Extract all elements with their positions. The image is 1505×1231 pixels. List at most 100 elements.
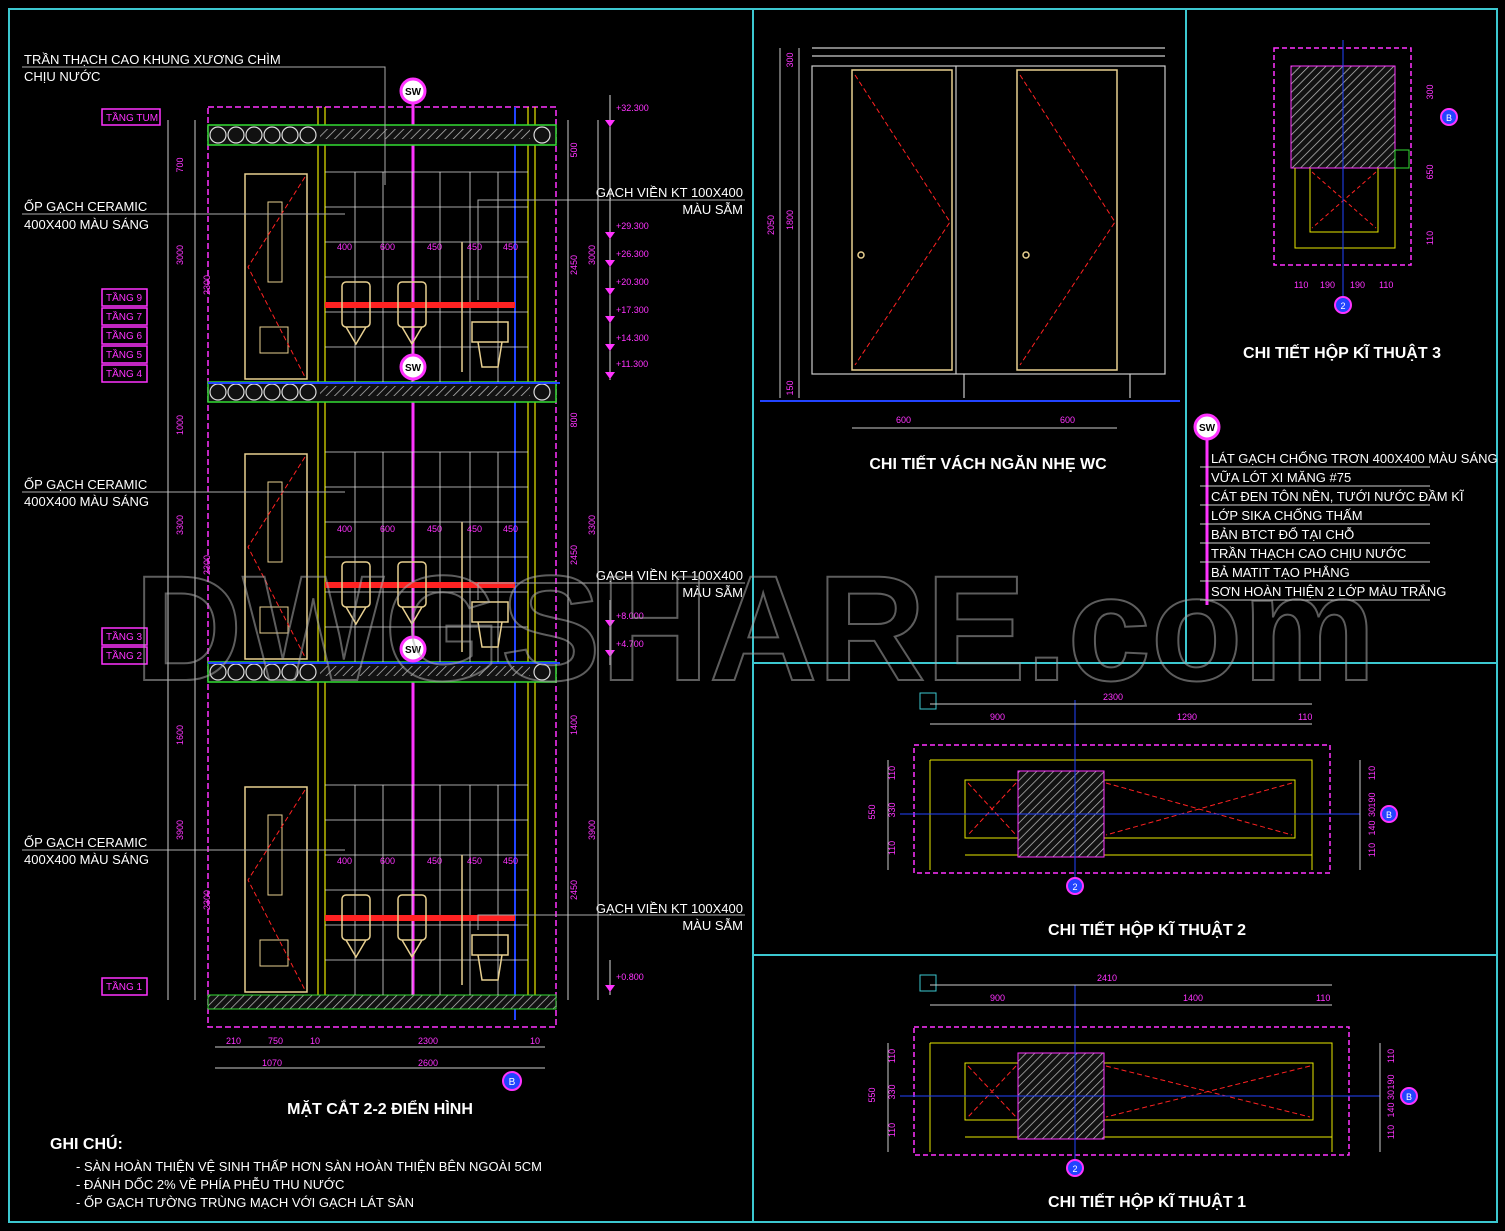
svg-text:700: 700	[175, 157, 185, 172]
svg-text:3900: 3900	[587, 820, 597, 840]
svg-text:2300: 2300	[202, 890, 212, 910]
svg-text:110: 110	[1386, 1049, 1396, 1063]
svg-text:450: 450	[467, 242, 482, 252]
svg-text:3300: 3300	[175, 515, 185, 535]
dims-right: 500 3000 2450 800 3300 2450 1400 3900 24…	[569, 142, 597, 900]
sheet-frame	[8, 8, 1498, 1223]
svg-text:110: 110	[1294, 280, 1308, 290]
svg-text:SW: SW	[405, 645, 422, 656]
elevation-mark: +0.800	[616, 972, 644, 982]
svg-text:110: 110	[1298, 712, 1312, 722]
svg-text:3000: 3000	[587, 245, 597, 265]
note: - ĐÁNH DỐC 2% VỀ PHÍA PHỄU THU NƯỚC	[76, 1177, 344, 1192]
svg-text:B: B	[1386, 810, 1392, 820]
svg-text:2300: 2300	[1103, 692, 1123, 702]
svg-text:400: 400	[337, 856, 352, 866]
svg-text:140: 140	[1386, 1102, 1396, 1117]
border-label: GẠCH VIỀN KT 100X400	[596, 901, 743, 916]
svg-text:1290: 1290	[1177, 712, 1197, 722]
ceiling-label: CHỊU NƯỚC	[24, 69, 100, 84]
svg-text:300: 300	[1425, 84, 1435, 99]
svg-text:140: 140	[1367, 820, 1377, 835]
svg-text:550: 550	[867, 1087, 877, 1102]
tile-label: ỐP GẠCH CERAMIC	[24, 835, 147, 850]
notes-title: GHI CHÚ:	[50, 1134, 123, 1153]
layer-item: TRẦN THẠCH CAO CHỊU NƯỚC	[1211, 546, 1406, 561]
border-label: MÀU SẪM	[682, 202, 743, 217]
svg-text:400: 400	[337, 524, 352, 534]
svg-text:2600: 2600	[418, 1058, 438, 1068]
layer-item: BẢN BTCT ĐỔ TẠI CHỖ	[1211, 527, 1354, 542]
box1-title: CHI TIẾT HỘP KĨ THUẬT 1	[1048, 1191, 1246, 1211]
layer-item: LÁT GẠCH CHỐNG TRƠN 400X400 MÀU SÁNG	[1211, 451, 1498, 466]
floor-tags	[101, 108, 161, 996]
floor-tag: TẦNG 1	[106, 980, 143, 993]
svg-text:450: 450	[503, 242, 518, 252]
svg-text:2300: 2300	[418, 1036, 438, 1046]
svg-text:450: 450	[427, 856, 442, 866]
grid-marker: B	[502, 1071, 522, 1091]
layer-item: CÁT ĐEN TÔN NỀN, TƯỚI NƯỚC ĐẦM KĨ	[1211, 489, 1465, 504]
floor-tag: TẦNG TUM	[106, 111, 158, 124]
svg-text:190: 190	[1386, 1074, 1396, 1089]
box2-title: CHI TIẾT HỘP KĨ THUẬT 2	[1048, 919, 1246, 939]
note: - SÀN HOÀN THIỆN VỆ SINH THẤP HƠN SÀN HO…	[76, 1159, 542, 1174]
svg-text:190: 190	[1367, 792, 1377, 807]
svg-text:500: 500	[569, 142, 579, 157]
svg-text:10: 10	[530, 1036, 540, 1046]
svg-text:450: 450	[467, 524, 482, 534]
svg-text:450: 450	[503, 856, 518, 866]
svg-text:1400: 1400	[569, 715, 579, 735]
box3-title: CHI TIẾT HỘP KĨ THUẬT 3	[1243, 342, 1441, 362]
layer-item: BẢ MATIT TẠO PHẲNG	[1211, 565, 1350, 580]
svg-text:600: 600	[896, 415, 911, 425]
svg-text:110: 110	[1425, 231, 1435, 245]
svg-text:SW: SW	[1199, 423, 1216, 434]
section-title: MẶT CẮT 2-2 ĐIỂN HÌNH	[287, 1099, 473, 1118]
svg-text:110: 110	[1316, 993, 1330, 1003]
svg-text:110: 110	[887, 841, 897, 855]
svg-text:1600: 1600	[175, 725, 185, 745]
elevation-mark: +29.300	[616, 221, 649, 231]
elevation-mark: +8.000	[616, 611, 644, 621]
tile-label: 400X400 MÀU SÁNG	[24, 852, 149, 867]
sw-tag: SW	[399, 635, 427, 663]
svg-text:3300: 3300	[587, 515, 597, 535]
svg-text:110: 110	[1367, 766, 1377, 780]
tile-label: ỐP GẠCH CERAMIC	[24, 199, 147, 214]
svg-text:450: 450	[427, 524, 442, 534]
tile-label: 400X400 MÀU SÁNG	[24, 217, 149, 232]
floor-tag: TẦNG 3	[106, 630, 143, 643]
svg-text:900: 900	[990, 993, 1005, 1003]
svg-text:110: 110	[887, 1123, 897, 1137]
svg-text:3000: 3000	[175, 245, 185, 265]
floor-tag: TẦNG 4	[106, 367, 143, 380]
svg-text:B: B	[509, 1077, 516, 1088]
note: - ỐP GẠCH TƯỜNG TRÙNG MẠCH VỚI GẠCH LÁT …	[76, 1195, 414, 1210]
floor-tag: TẦNG 9	[106, 291, 143, 304]
floor-tag: TẦNG 7	[106, 310, 143, 323]
dims-left: 700 3000 2300 1000 3300 2300 1600 3900 2…	[175, 157, 212, 910]
svg-text:600: 600	[1060, 415, 1075, 425]
svg-text:110: 110	[887, 1049, 897, 1063]
svg-text:2: 2	[1072, 882, 1077, 892]
svg-text:1070: 1070	[262, 1058, 282, 1068]
svg-text:2410: 2410	[1097, 973, 1117, 983]
elevation-mark: +11.300	[616, 359, 648, 369]
svg-text:900: 900	[990, 712, 1005, 722]
elevation-mark: +17.300	[616, 305, 649, 315]
layer-item: SƠN HOÀN THIỆN 2 LỚP MÀU TRẮNG	[1211, 584, 1446, 599]
svg-text:550: 550	[867, 804, 877, 819]
svg-text:650: 650	[1425, 164, 1435, 179]
floor-layers-legend: SW LÁT GẠCH CHỐNG TRƠN 400X400 MÀU SÁNG …	[1193, 413, 1498, 605]
svg-text:300: 300	[785, 52, 795, 67]
tile-label: ỐP GẠCH CERAMIC	[24, 477, 147, 492]
floor-tag: TẦNG 6	[106, 329, 143, 342]
svg-text:30: 30	[1386, 1090, 1396, 1100]
svg-text:B: B	[1406, 1092, 1412, 1102]
watermark: DWGSHARE.com	[134, 544, 1376, 712]
tile-label: 400X400 MÀU SÁNG	[24, 494, 149, 509]
svg-text:2450: 2450	[569, 880, 579, 900]
